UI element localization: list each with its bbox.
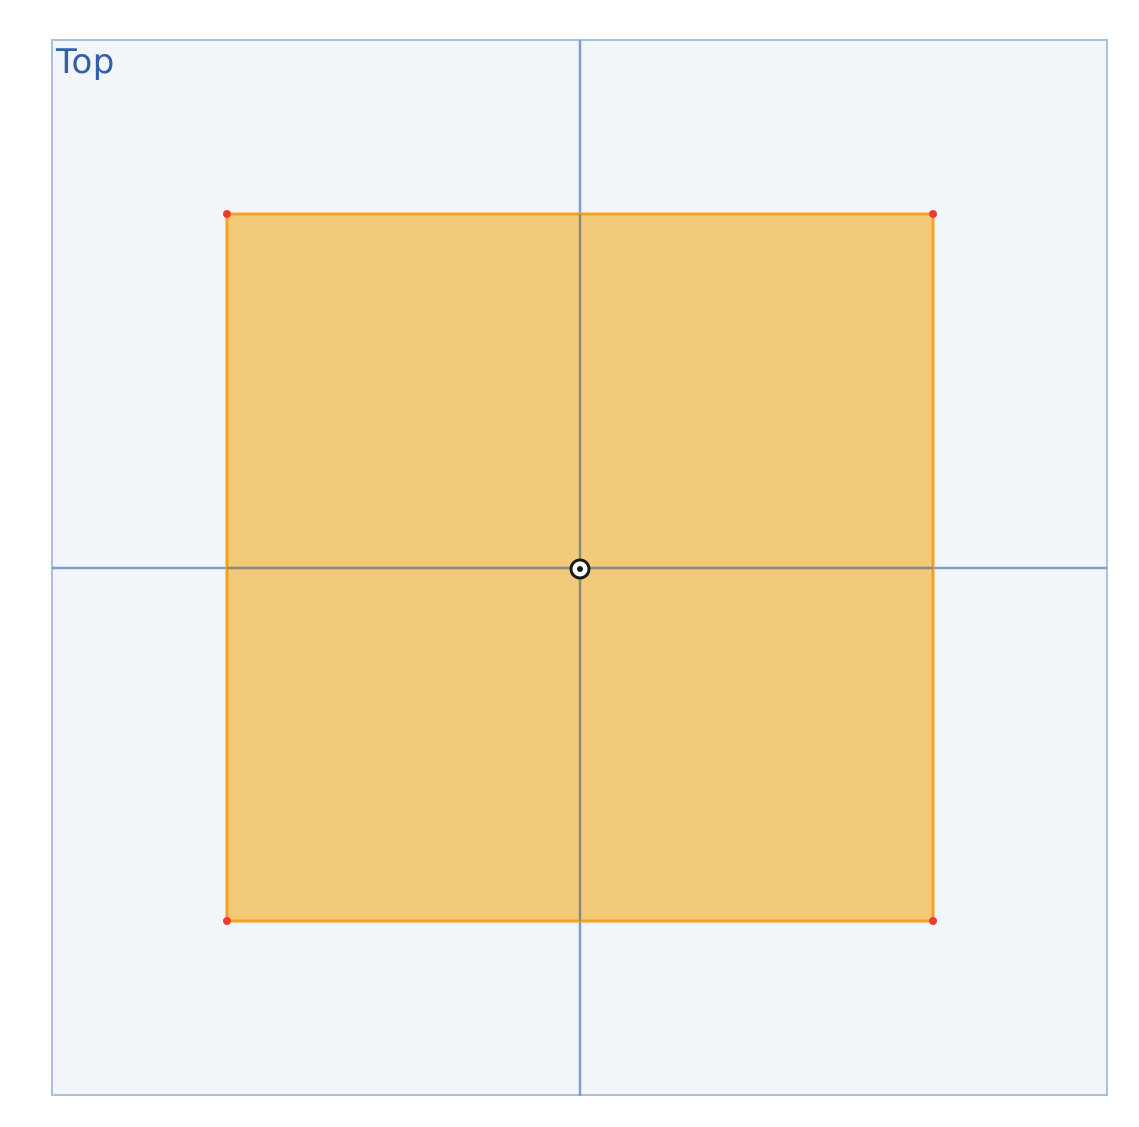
- vertex-point-icon[interactable]: [223, 917, 231, 925]
- origin-target-icon[interactable]: [569, 558, 591, 580]
- view-label-top[interactable]: Top: [56, 42, 115, 82]
- vertex-point-icon[interactable]: [929, 917, 937, 925]
- vertex-point-icon[interactable]: [929, 210, 937, 218]
- vertex-point-icon[interactable]: [223, 210, 231, 218]
